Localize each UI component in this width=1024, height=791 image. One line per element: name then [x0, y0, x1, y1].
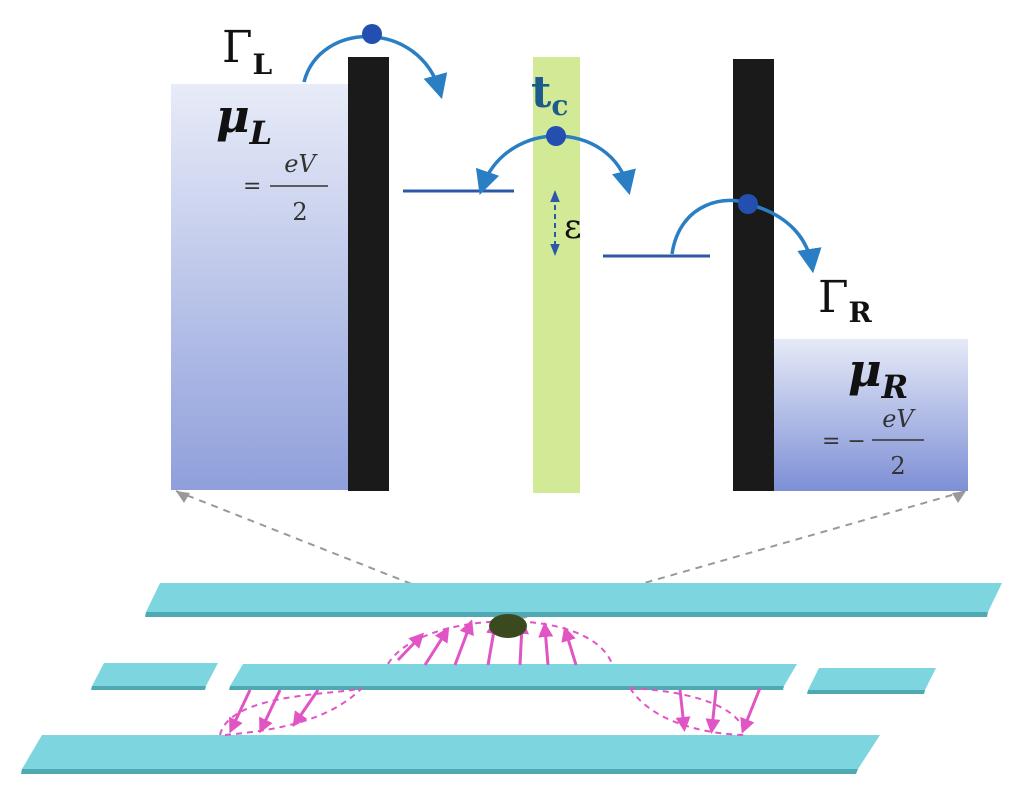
mu-l-value: = eV 2: [243, 150, 328, 226]
field-arrows-right: [675, 687, 762, 734]
electron-left: [362, 24, 382, 44]
field-arc-up: [387, 620, 613, 665]
tc-label: tc: [531, 67, 568, 122]
center-electrode: [230, 664, 797, 686]
mu-r-label: μR: [848, 343, 908, 406]
right-reservoir: [774, 339, 968, 491]
left-barrier: [348, 57, 389, 491]
mu-l-label: μL: [216, 89, 272, 152]
svg-text:2: 2: [292, 198, 307, 226]
gamma-l-label: ΓL: [222, 22, 273, 81]
left-reservoir: [171, 84, 349, 490]
left-short-electrode: [92, 663, 218, 686]
tunnel-barrier: [533, 57, 580, 493]
quantum-dot: [489, 614, 527, 638]
epsilon-label: ε: [564, 207, 582, 247]
right-short-electrode: [808, 668, 936, 690]
svg-text:=: =: [243, 174, 261, 199]
energy-diagram: ΓL μL = eV 2 tc ε ΓR μR = − eV 2: [171, 22, 968, 493]
gamma-r-label: ΓR: [818, 272, 873, 329]
svg-text:2: 2: [890, 452, 905, 480]
svg-text:eV: eV: [284, 150, 318, 178]
device-schematic: [21, 583, 1002, 774]
right-barrier: [733, 59, 774, 491]
svg-text:= −: = −: [822, 429, 866, 454]
field-arc-left: [219, 687, 363, 736]
field-arrows-up: [396, 619, 578, 666]
mu-r-value: = − eV 2: [822, 405, 924, 480]
tc-arrow-right: [555, 134, 636, 196]
svg-text:eV: eV: [882, 405, 916, 433]
electron-center: [546, 126, 566, 146]
top-electrode: [146, 583, 1002, 612]
field-arrows-left: [229, 689, 320, 734]
bottom-electrode: [22, 735, 880, 769]
electron-right: [738, 194, 758, 214]
